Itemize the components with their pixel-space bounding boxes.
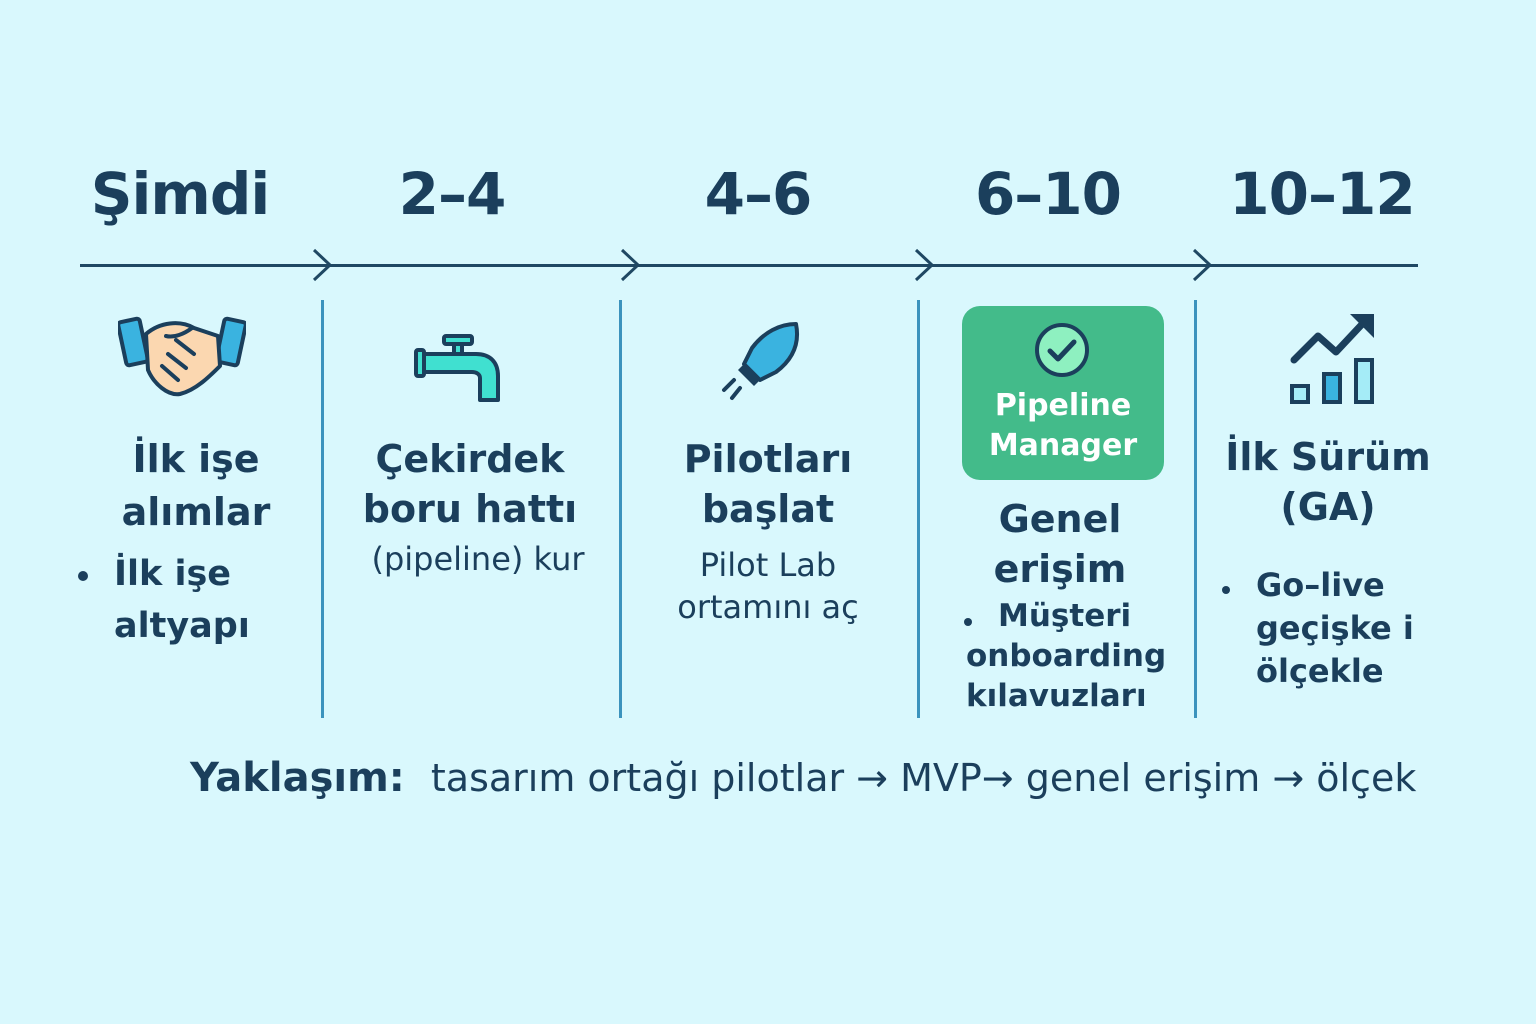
phase-label-6-10: 6–10 bbox=[974, 160, 1122, 228]
phase-title-line: başlat bbox=[701, 487, 835, 531]
chevron-right-icon bbox=[312, 248, 333, 282]
check-circle-icon bbox=[1035, 323, 1089, 377]
bullet-dot bbox=[78, 571, 88, 581]
phase-title-line: İlk Sürüm bbox=[1225, 435, 1431, 479]
phase-title-line: (GA) bbox=[1280, 485, 1376, 529]
chevron-right-icon bbox=[914, 248, 935, 282]
phase-bullet-line: geçişke i bbox=[1256, 609, 1414, 647]
phase-title-line: erişim bbox=[993, 547, 1127, 591]
phase-title-line: boru hattı bbox=[362, 487, 578, 531]
phase-subtitle-line: ortamını aç bbox=[677, 588, 859, 626]
phase-bullet-line: onboarding bbox=[966, 638, 1167, 674]
phase-title: Çekirdek boru hattı bbox=[330, 434, 610, 534]
rocket-icon bbox=[722, 322, 799, 400]
phase-title: İlk Sürüm (GA) bbox=[1210, 432, 1446, 532]
phase-bullet-line: kılavuzları bbox=[966, 678, 1147, 714]
growth-chart-icon bbox=[1290, 314, 1374, 404]
chevron-right-icon bbox=[620, 248, 641, 282]
phase-title-line: İlk işe bbox=[132, 437, 260, 481]
phase-bullet-line: ölçekle bbox=[1256, 652, 1384, 690]
faucet-icon bbox=[414, 334, 500, 402]
phase-label-now: Şimdi bbox=[90, 160, 271, 228]
phase-title-line: Pilotları bbox=[683, 437, 853, 481]
badge-label-line: Manager bbox=[988, 428, 1138, 463]
phase-title-line: Genel bbox=[998, 497, 1122, 541]
bullet-dot bbox=[1222, 586, 1230, 594]
phase-bullet-line: Go–live bbox=[1256, 566, 1385, 604]
phase-bullet: Müşteri onboarding kılavuzları bbox=[966, 596, 1190, 716]
phase-bullet: Go–live geçişke i ölçekle bbox=[1256, 564, 1456, 693]
badge-label: Pipeline Manager bbox=[962, 386, 1164, 466]
phase-label-2-4: 2–4 bbox=[398, 160, 507, 228]
phase-bullet-line: altyapı bbox=[114, 606, 250, 646]
phase-title-line: Çekirdek bbox=[375, 437, 565, 481]
handshake-icon bbox=[118, 316, 246, 397]
phase-title: İlk işe alımlar bbox=[96, 434, 296, 537]
phase-title: Genel erişim bbox=[940, 494, 1180, 594]
chevron-right-icon bbox=[1192, 248, 1213, 282]
phase-bullet-line: İlk işe bbox=[114, 554, 232, 594]
badge-label-line: Pipeline bbox=[994, 388, 1132, 423]
phase-subtitle: Pilot Lab ortamını aç bbox=[640, 544, 896, 628]
approach-line: Yaklaşım: tasarım ortağı pilotlar → MVP→… bbox=[190, 752, 1416, 804]
phase-bullet-line: Müşteri bbox=[998, 598, 1132, 634]
approach-text: tasarım ortağı pilotlar → MVP→ genel eri… bbox=[430, 756, 1417, 800]
timeline-line bbox=[80, 264, 1418, 267]
approach-label: Yaklaşım: bbox=[190, 755, 405, 801]
column-divider bbox=[619, 300, 622, 718]
phase-subtitle: (pipeline) kur bbox=[371, 540, 585, 578]
phase-bullet: İlk işe altyapı bbox=[114, 548, 314, 652]
column-divider bbox=[1194, 300, 1197, 718]
phase-label-10-12: 10–12 bbox=[1229, 160, 1415, 228]
column-divider bbox=[321, 300, 324, 718]
bullet-dot bbox=[964, 618, 972, 626]
phase-title-line: alımlar bbox=[121, 490, 271, 534]
pipeline-manager-badge: Pipeline Manager bbox=[962, 306, 1164, 480]
column-divider bbox=[917, 300, 920, 718]
phase-title: Pilotları başlat bbox=[640, 434, 896, 534]
phase-subtitle-line: Pilot Lab bbox=[699, 546, 837, 584]
phase-label-4-6: 4–6 bbox=[704, 160, 813, 228]
